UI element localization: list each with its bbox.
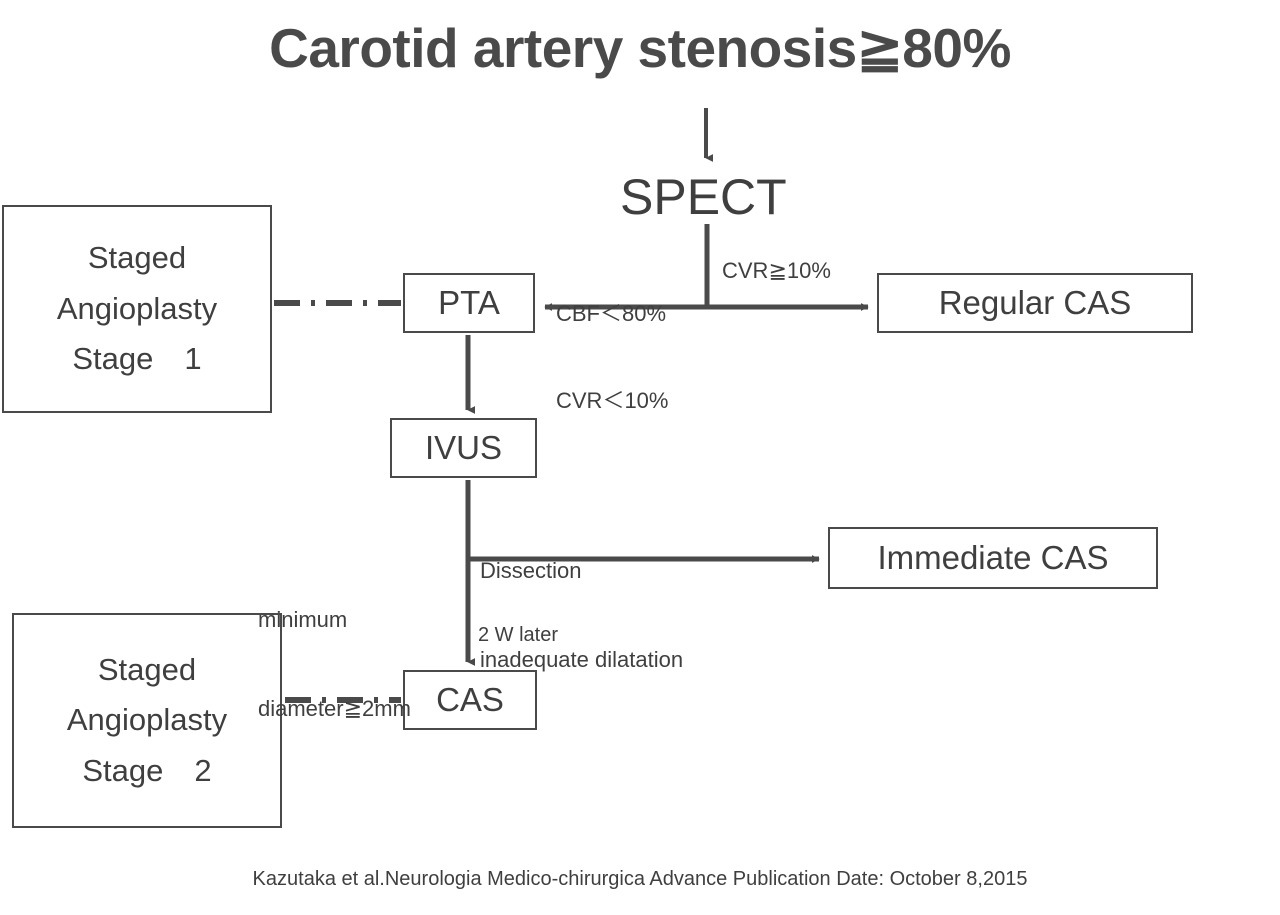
- edge-label-min-diameter-line-1: minimum: [258, 607, 348, 633]
- node-staged-2-line-3: Stage 2: [82, 752, 212, 788]
- node-immediate-cas-label: Immediate CAS: [877, 538, 1109, 576]
- node-staged-1-line-1: Staged: [87, 240, 187, 276]
- node-staged-1-line-2: Angioplasty: [56, 290, 218, 326]
- node-staged-2-line-1: Staged: [97, 651, 197, 687]
- page-title: Carotid artery stenosis≧80%: [269, 17, 1011, 79]
- node-staged-angioplasty-stage-2[interactable]: Staged Angioplasty Stage 2: [12, 613, 282, 828]
- node-immediate-cas[interactable]: Immediate CAS: [828, 527, 1158, 589]
- node-regular-cas-label: Regular CAS: [938, 283, 1132, 321]
- edge-label-min-diameter: minimum diameter≧2mm: [258, 546, 411, 784]
- edge-label-cvr-line-2: CVR＜10%: [556, 388, 669, 414]
- node-cas[interactable]: CAS: [403, 670, 537, 730]
- edge-label-cbf-cvr-low: CBF＜80% CVR＜10%: [556, 241, 668, 473]
- edge-label-dissection: Dissection inadequate dilatation: [480, 497, 683, 735]
- node-ivus[interactable]: IVUS: [390, 418, 537, 478]
- node-spect[interactable]: SPECT: [620, 169, 787, 225]
- node-pta[interactable]: PTA: [403, 273, 535, 333]
- node-regular-cas[interactable]: Regular CAS: [877, 273, 1193, 333]
- edge-label-dissection-line-2: inadequate dilatation: [480, 647, 684, 673]
- edge-label-cbf-line-1: CBF＜80%: [556, 301, 667, 327]
- node-ivus-label: IVUS: [424, 428, 503, 466]
- node-staged-1-line-3: Stage 1: [72, 341, 202, 377]
- edge-label-cvr-high: CVR≧10%: [722, 258, 831, 283]
- node-staged-2-line-2: Angioplasty: [66, 702, 228, 738]
- footer-citation: Kazutaka et al.Neurologia Medico-chirurg…: [252, 868, 1028, 890]
- edge-label-dissection-line-1: Dissection: [480, 558, 582, 584]
- edge-label-min-diameter-line-2: diameter≧2mm: [258, 696, 411, 722]
- node-cas-label: CAS: [436, 680, 504, 718]
- node-pta-label: PTA: [438, 283, 500, 321]
- node-staged-angioplasty-stage-1[interactable]: Staged Angioplasty Stage 1: [2, 205, 272, 413]
- edge-label-two-weeks-later: 2 W later: [478, 624, 559, 646]
